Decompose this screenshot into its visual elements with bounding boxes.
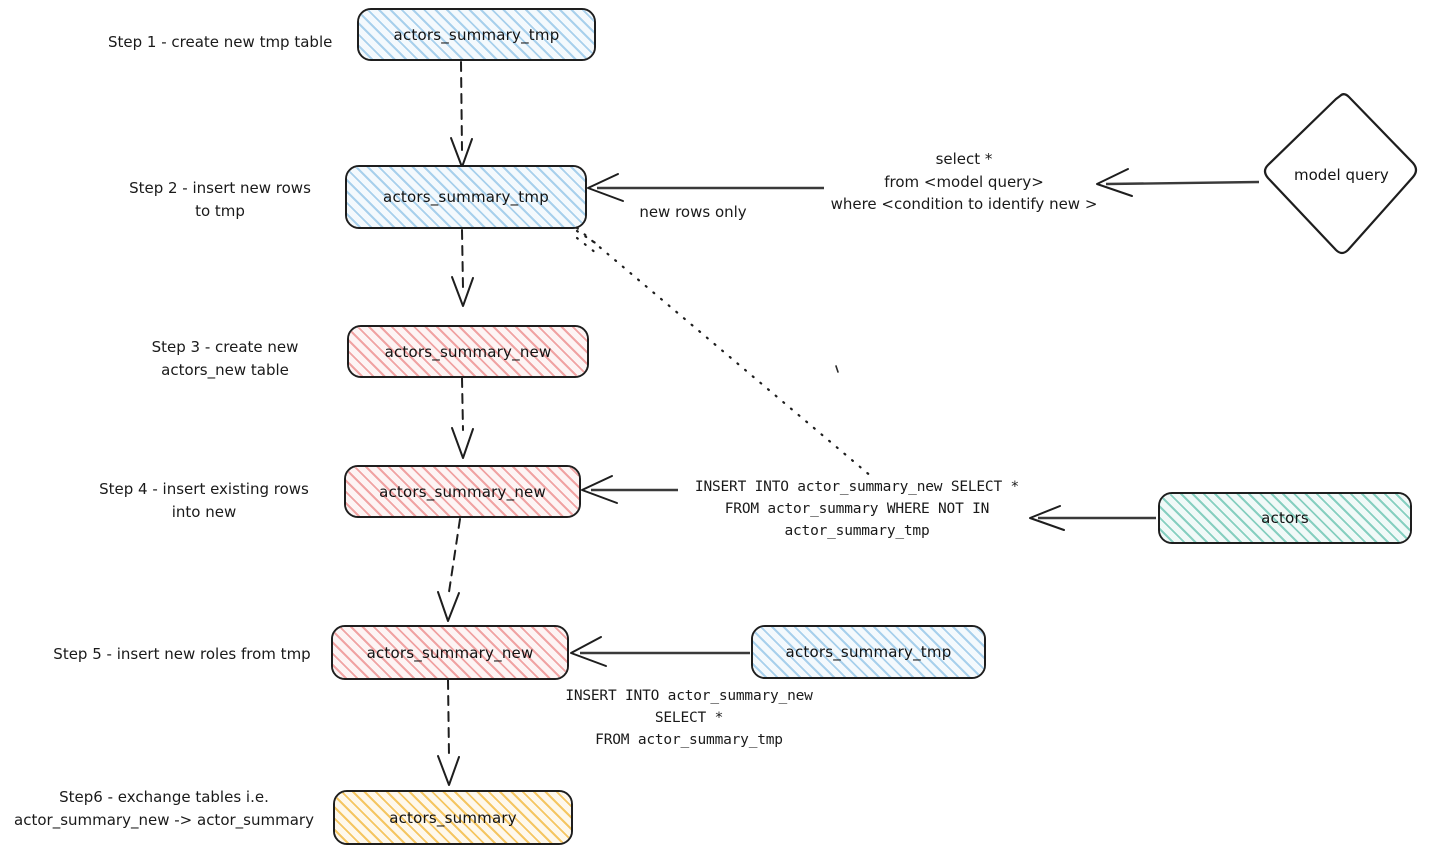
- annotation-insert-new-roles-sql: INSERT INTO actor_summary_new SELECT * F…: [565, 688, 813, 748]
- arrow-step4-to-step5: [437, 518, 461, 622]
- node-label: actors: [1261, 509, 1309, 527]
- arrow-step1-to-step2: [450, 61, 473, 168]
- annotation-model-query-sql: select * from <model query> where <condi…: [830, 150, 1098, 213]
- node-actors-summary-new-step3[interactable]: actors_summary_new: [347, 325, 589, 378]
- node-label: actors_summary_new: [379, 482, 546, 501]
- node-fill-hatch-blue: [347, 167, 585, 227]
- arrow-step5-to-step6: [437, 679, 460, 786]
- arrow-actors-to-step4-sql: [1029, 505, 1156, 531]
- node-label: actors_summary_new: [384, 342, 552, 361]
- step-label-1: Step 1 - create new tmp table: [108, 33, 333, 51]
- node-fill-hatch-red: [346, 467, 579, 516]
- arrow-tmp-to-step5-box: [570, 636, 750, 667]
- step-label-2: Step 2 - insert new rows to tmp: [129, 179, 311, 220]
- node-actors-summary-step6[interactable]: actors_summary: [333, 790, 573, 845]
- stray-mark: [835, 365, 839, 373]
- node-label: actors_summary_tmp: [785, 643, 952, 661]
- step-label-3: Step 3 - create new actors_new table: [151, 338, 299, 379]
- node-label: actors_summary_tmp: [393, 25, 560, 44]
- node-fill-hatch-red: [349, 327, 587, 376]
- step-label-6: Step6 - exchange tables i.e. actor_summa…: [14, 788, 314, 829]
- arrow-step3-to-step4: [451, 377, 474, 459]
- annotation-new-rows-only: new rows only: [639, 203, 747, 221]
- node-label: actors_summary_new: [366, 643, 534, 662]
- node-actors-summary-tmp-right[interactable]: actors_summary_tmp: [751, 625, 986, 679]
- node-actors-summary-tmp-step1[interactable]: actors_summary_tmp: [357, 8, 596, 61]
- arrow-model-query-to-sql: [1096, 168, 1260, 197]
- node-label-model-query: model query: [1294, 166, 1389, 184]
- node-actors-source[interactable]: actors: [1158, 492, 1412, 544]
- node-label: actors_summary: [389, 808, 517, 827]
- step-label-5: Step 5 - insert new roles from tmp: [53, 645, 311, 663]
- node-fill-hatch-yellow: [335, 792, 571, 843]
- node-label: actors_summary_tmp: [383, 188, 549, 206]
- arrow-sql-to-step4-box: [581, 475, 678, 504]
- arrow-step2-to-step3: [451, 229, 474, 307]
- dotted-link-step2-to-step4-sql: [575, 226, 874, 479]
- node-fill-hatch-green: [1160, 494, 1410, 542]
- node-actors-summary-new-step4[interactable]: actors_summary_new: [344, 465, 581, 518]
- node-actors-summary-tmp-step2[interactable]: actors_summary_tmp: [345, 165, 587, 229]
- step-label-4: Step 4 - insert existing rows into new: [99, 480, 309, 521]
- arrow-sql-to-step2-box: [587, 173, 824, 202]
- node-fill-hatch-red: [333, 627, 567, 678]
- node-fill-hatch-blue: [359, 10, 594, 59]
- node-fill-hatch-blue: [753, 627, 984, 677]
- node-actors-summary-new-step5[interactable]: actors_summary_new: [331, 625, 569, 680]
- annotation-insert-existing-sql: INSERT INTO actor_summary_new SELECT * F…: [694, 479, 1020, 539]
